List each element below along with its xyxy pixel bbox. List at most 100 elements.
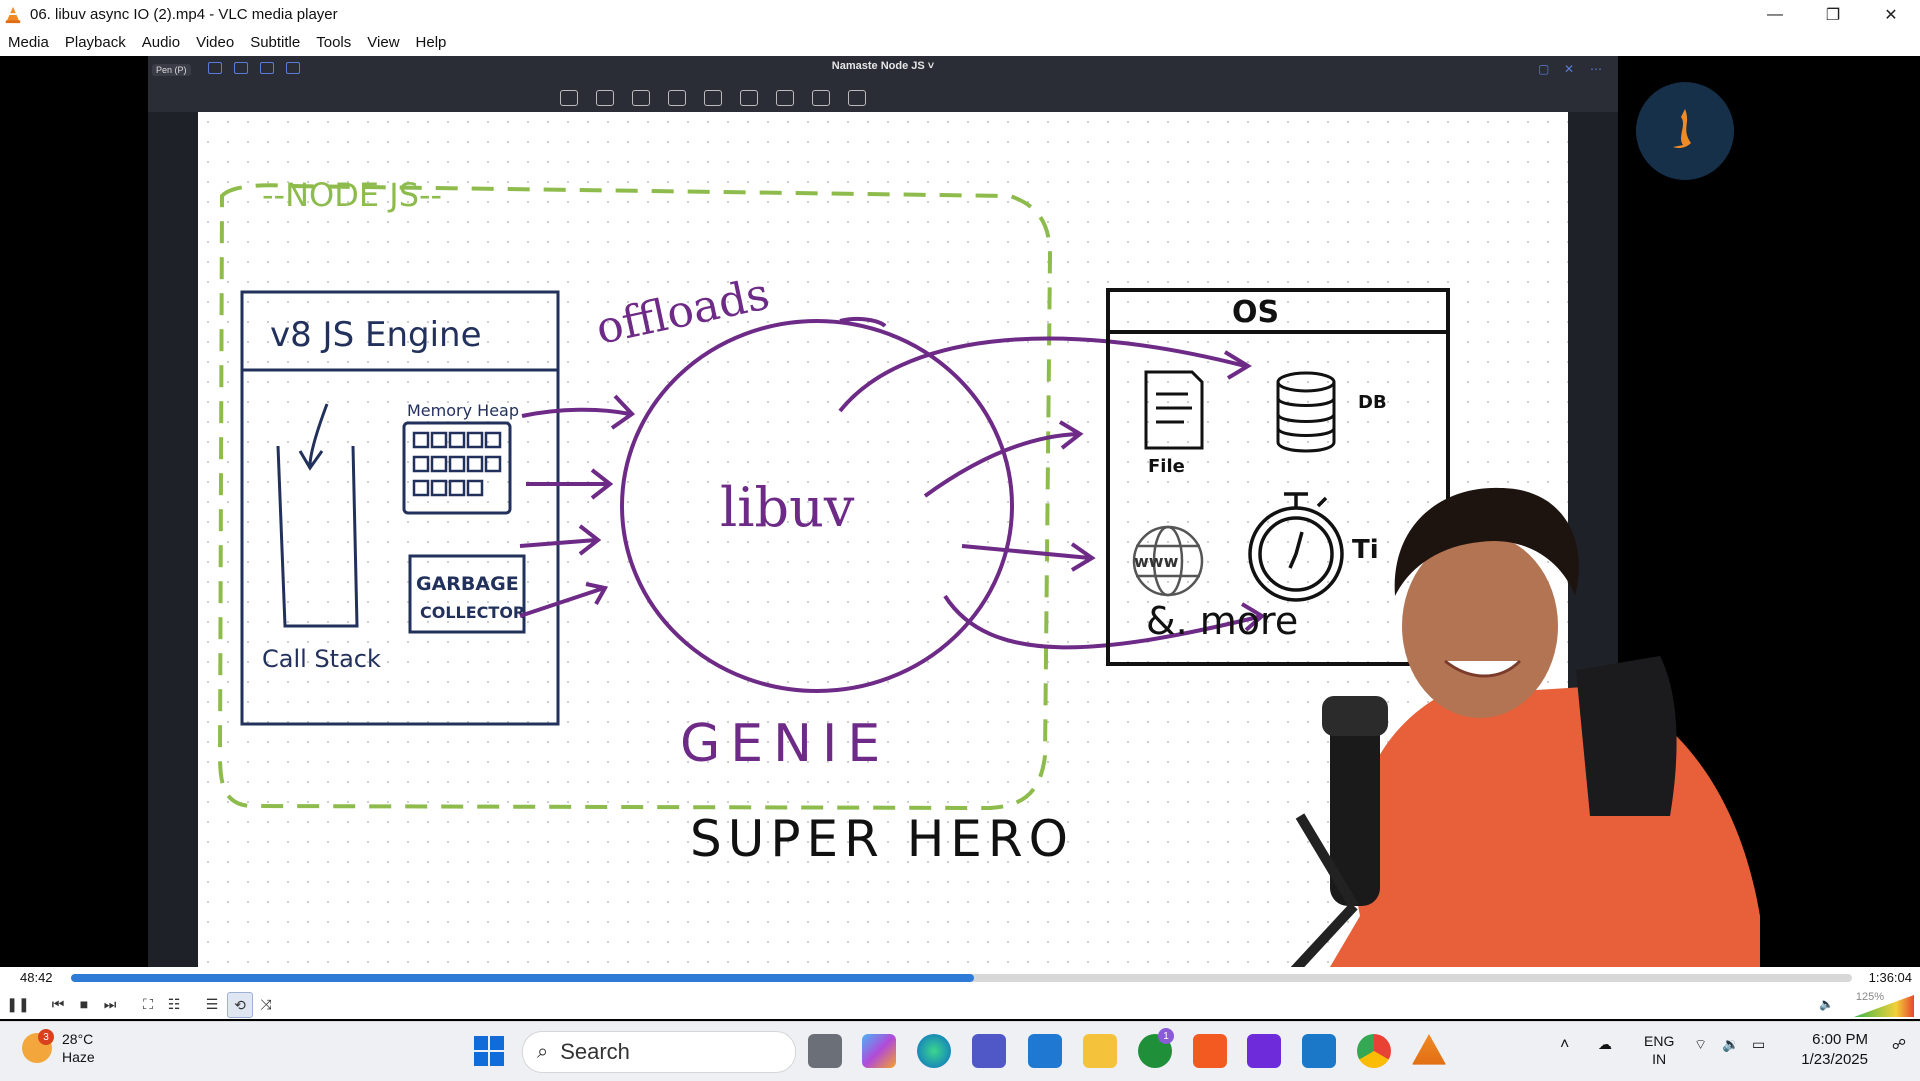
- brave-icon[interactable]: [1193, 1034, 1227, 1068]
- menu-bar: Media Playback Audio Video Subtitle Tool…: [0, 29, 1920, 56]
- libuv-label: libuv: [720, 476, 855, 539]
- menu-tools[interactable]: Tools: [316, 34, 352, 51]
- battery-icon[interactable]: ▭: [1752, 1036, 1766, 1052]
- volume-slider[interactable]: [1854, 995, 1914, 1017]
- video-frame[interactable]: Pen (P) Namaste Node JS ˅ ▢ ✕ ⋯ --NODE J…: [0, 56, 1920, 967]
- sidebar-icon: [208, 62, 222, 74]
- taskbar-search[interactable]: ⌕ Search: [522, 1031, 796, 1073]
- garbage-collector-line2: COLLECTOR: [420, 603, 525, 622]
- pause-button[interactable]: ❚❚: [6, 992, 30, 1016]
- speaker-icon[interactable]: 🔈: [1819, 997, 1834, 1011]
- search-icon: ⌕: [537, 1040, 549, 1063]
- call-stack-arrow-icon: [298, 403, 329, 471]
- db-label: DB: [1358, 392, 1387, 413]
- onedrive-icon[interactable]: ☁: [1598, 1036, 1612, 1052]
- xbox-icon[interactable]: 1: [1138, 1028, 1174, 1068]
- playlist-button[interactable]: ☰: [200, 992, 224, 1016]
- weather-widget[interactable]: 3 28°C Haze: [22, 1029, 95, 1066]
- v8-engine-label: v8 JS Engine: [270, 315, 482, 355]
- edge-icon[interactable]: [917, 1034, 951, 1068]
- fullscreen-button[interactable]: ⛶: [136, 992, 160, 1016]
- star-icon: [740, 90, 758, 106]
- call-stack-shape: [276, 445, 359, 628]
- more-options-icon: ⋯: [1590, 62, 1602, 76]
- search-icon: [234, 62, 248, 74]
- node-js-label: --NODE JS--: [262, 176, 442, 214]
- playback-controls: ❚❚ ⏮ ■ ⏭ ⛶ ☷ ☰ ⟲ ⤨ 🔈 125%: [0, 989, 1920, 1019]
- language-line2[interactable]: IN: [1652, 1051, 1667, 1067]
- sliders-icon: ☷: [167, 995, 181, 1012]
- window-title: 06. libuv async IO (2).mp4 - VLC media p…: [30, 6, 338, 23]
- title-bar: 06. libuv async IO (2).mp4 - VLC media p…: [0, 0, 1920, 29]
- file-icon: [1144, 370, 1204, 450]
- teams-icon[interactable]: [972, 1034, 1006, 1068]
- menu-video[interactable]: Video: [196, 34, 235, 51]
- weather-condition: Haze: [62, 1049, 95, 1065]
- laser-icon: [848, 90, 866, 106]
- memory-heap-cells: [412, 431, 502, 497]
- start-button[interactable]: [474, 1036, 504, 1066]
- pause-icon: ❚❚: [6, 995, 30, 1012]
- canvas-margin-left: [148, 112, 198, 967]
- next-button[interactable]: ⏭: [98, 992, 122, 1016]
- loop-button[interactable]: ⟲: [227, 992, 253, 1018]
- vlc-taskbar-icon[interactable]: [1412, 1034, 1446, 1065]
- pen-icon: [560, 90, 578, 106]
- whiteboard-drawing: --NODE JS-- v8 JS Engine Call Stack Memo…: [217, 176, 1760, 967]
- language-line1[interactable]: ENG: [1644, 1033, 1675, 1049]
- menu-help[interactable]: Help: [415, 34, 447, 51]
- show-hidden-icons-icon[interactable]: ˄: [1560, 1036, 1570, 1053]
- file-explorer-icon[interactable]: [1083, 1034, 1117, 1068]
- garbage-collector-box: [408, 554, 526, 634]
- volume-icon[interactable]: 🔉: [1722, 1036, 1740, 1052]
- mail-icon[interactable]: [1028, 1034, 1062, 1068]
- clock-date: 1/23/2025: [1801, 1051, 1868, 1068]
- new-page-icon: ▢: [1538, 62, 1550, 76]
- menu-audio[interactable]: Audio: [141, 34, 181, 51]
- stopwatch-icon: [1248, 492, 1344, 602]
- bookmark-icon: [260, 62, 274, 74]
- wifi-icon[interactable]: ⌔: [1694, 1036, 1708, 1052]
- presenter-video-overlay: [1290, 487, 1760, 967]
- image-icon: [776, 90, 794, 106]
- previous-button[interactable]: ⏮: [46, 992, 70, 1016]
- os-label: OS: [1232, 295, 1279, 330]
- app-icon[interactable]: [1247, 1034, 1281, 1068]
- vscode-icon[interactable]: [1302, 1034, 1336, 1068]
- shuffle-icon: ⤨: [260, 995, 272, 1012]
- offloads-label: offloads: [592, 268, 774, 354]
- close-button[interactable]: ✕: [1884, 6, 1898, 24]
- clock[interactable]: 6:00 PM 1/23/2025: [1801, 1030, 1868, 1070]
- seek-bar[interactable]: [71, 974, 1852, 982]
- more-label: &. more: [1146, 599, 1298, 643]
- extended-settings-button[interactable]: ☷: [162, 992, 186, 1016]
- channel-logo: [1636, 82, 1734, 180]
- minimize-button[interactable]: —: [1767, 5, 1783, 23]
- copilot-icon[interactable]: [862, 1034, 896, 1068]
- search-label: Search: [560, 1039, 630, 1064]
- notifications-icon[interactable]: ☍: [1891, 1036, 1906, 1052]
- lasso-icon: [704, 90, 722, 106]
- shuffle-button[interactable]: ⤨: [254, 992, 278, 1016]
- menu-view[interactable]: View: [367, 34, 400, 51]
- vlc-cone-icon: [5, 6, 21, 23]
- menu-media[interactable]: Media: [8, 34, 49, 51]
- fullscreen-icon: ⛶: [143, 995, 153, 1012]
- share-icon: [286, 62, 300, 74]
- close-notebook-icon: ✕: [1564, 62, 1575, 76]
- weather-sun-icon: 3: [22, 1029, 54, 1063]
- menu-subtitle[interactable]: Subtitle: [250, 34, 301, 51]
- shapes-icon: [668, 90, 686, 106]
- stop-button[interactable]: ■: [72, 992, 96, 1016]
- task-view-icon[interactable]: [808, 1034, 842, 1068]
- memory-heap-box: [402, 421, 512, 515]
- super-hero-label: SUPER HERO: [690, 810, 1074, 868]
- menu-playback[interactable]: Playback: [64, 34, 126, 51]
- database-icon: [1276, 371, 1336, 453]
- call-stack-label: Call Stack: [262, 645, 381, 673]
- maximize-button[interactable]: ❐: [1825, 6, 1841, 24]
- chrome-icon[interactable]: [1357, 1034, 1391, 1068]
- file-label: File: [1148, 456, 1185, 477]
- v8-to-libuv-arrows: [519, 394, 636, 618]
- garbage-collector-line1: GARBAGE: [416, 573, 519, 595]
